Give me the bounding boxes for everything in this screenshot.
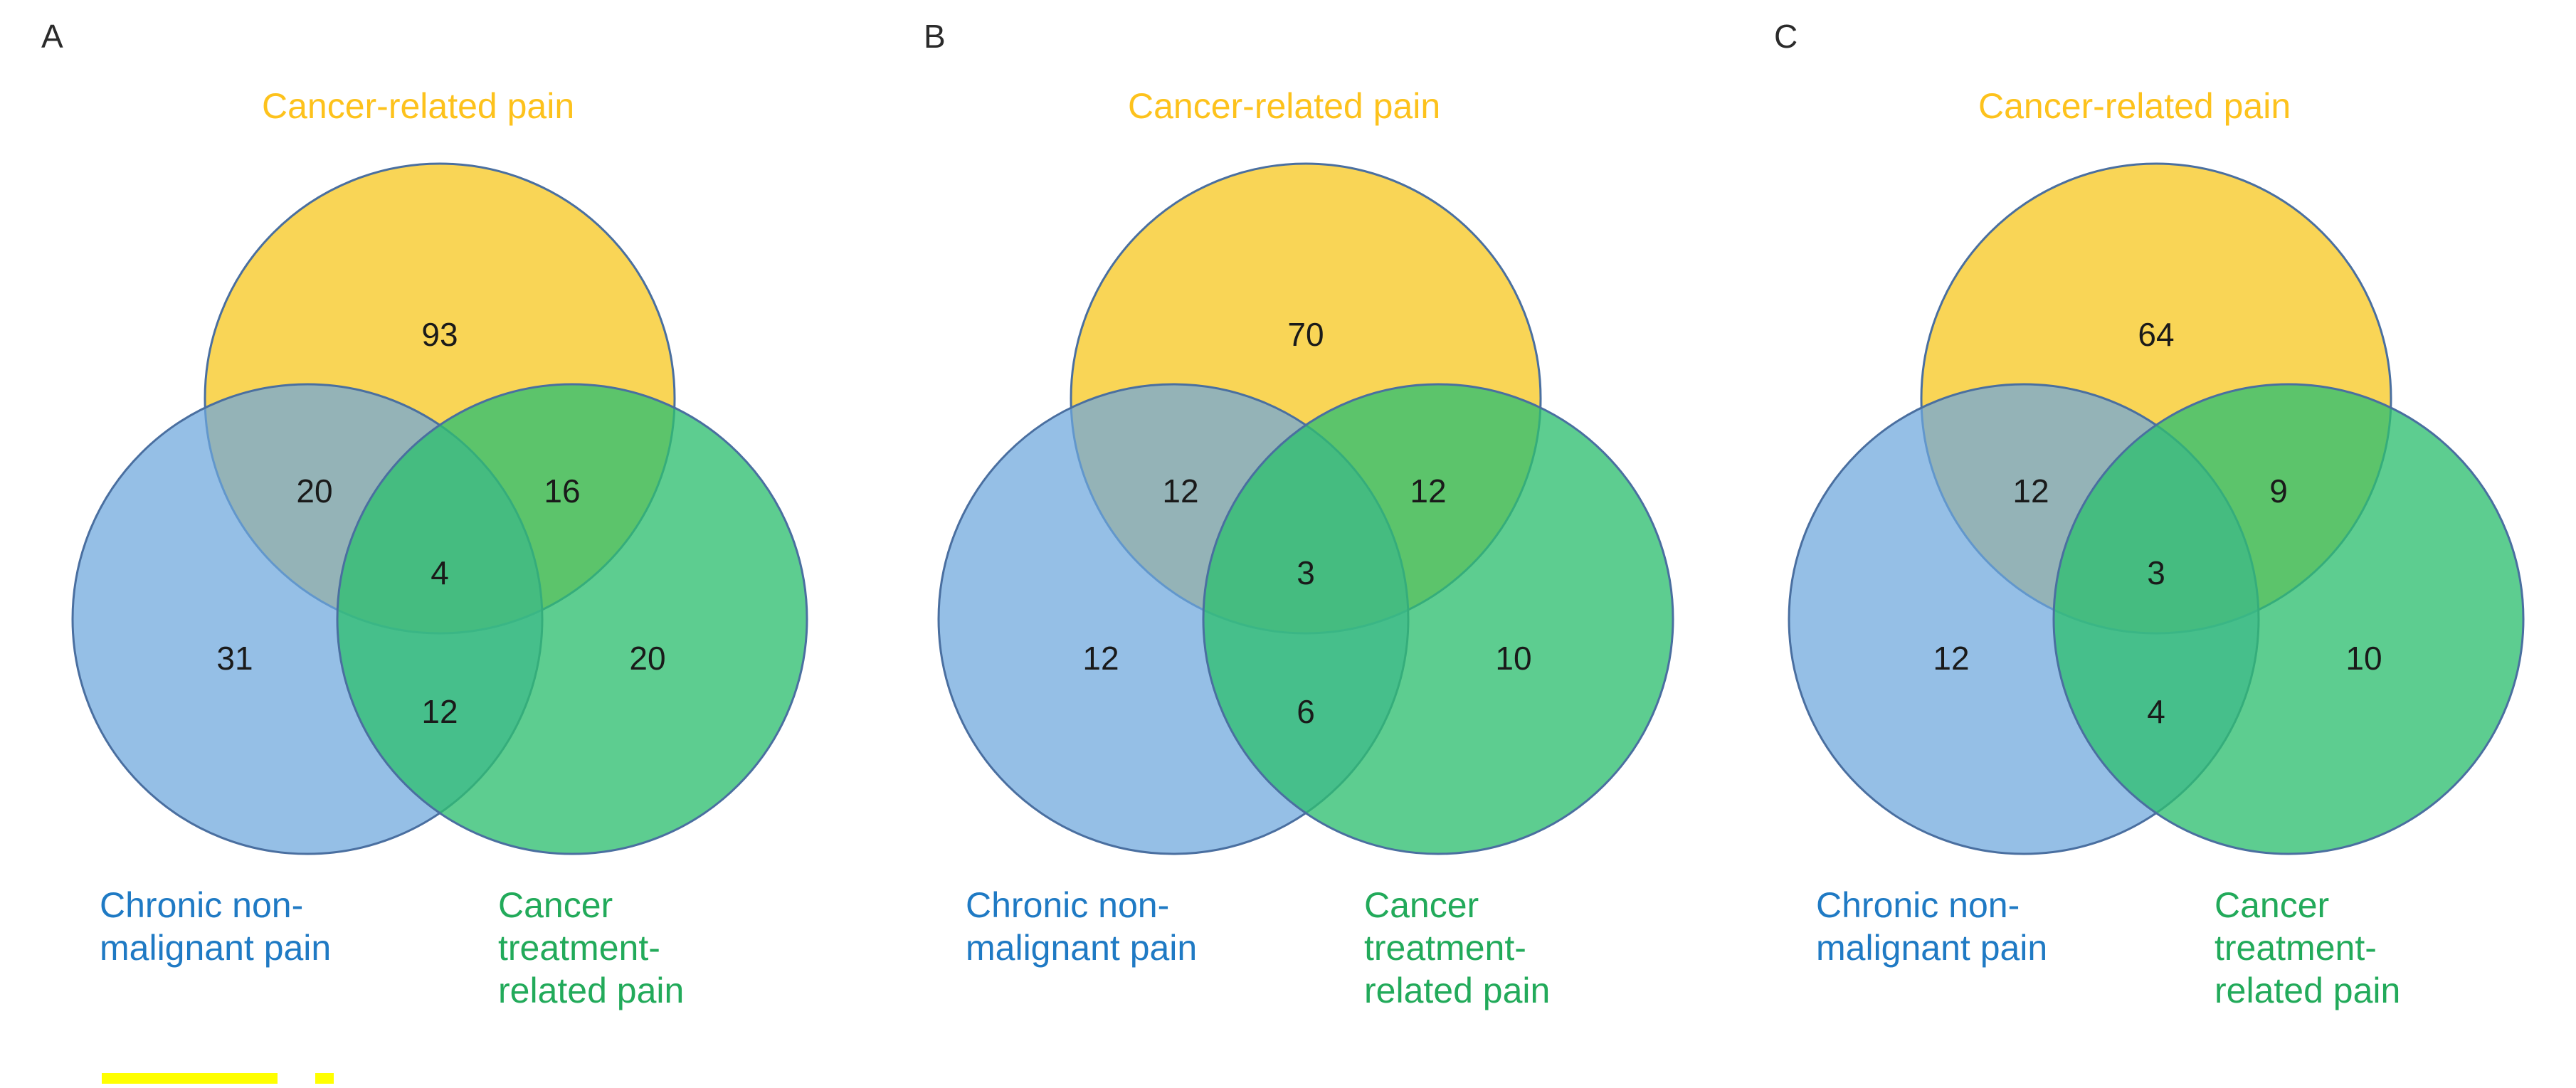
count-yellow-blue-c: 12 — [2012, 472, 2049, 509]
count-green-only-b: 10 — [1495, 640, 1532, 677]
venn-circles-b — [937, 162, 1674, 855]
count-yellow-green-a: 16 — [544, 472, 581, 509]
set-label-cancer-treatment-related-b: Cancer treatment- related pain — [1364, 885, 1551, 1010]
count-all-three-b: 3 — [1297, 554, 1315, 591]
panel-b: B Cancer-related pain 70 12 12 3 12 10 6… — [882, 0, 1733, 1046]
count-blue-green-a: 12 — [421, 693, 458, 730]
count-blue-only-a: 31 — [216, 640, 253, 677]
panel-letter-c: C — [1774, 18, 1798, 55]
count-blue-only-b: 12 — [1082, 640, 1119, 677]
highlight-bar-primary — [102, 1073, 278, 1084]
count-yellow-green-c: 9 — [2269, 472, 2288, 509]
count-green-only-a: 20 — [629, 640, 666, 677]
panel-a: A Cancer-related pain 93 20 16 4 31 20 1… — [0, 0, 882, 1046]
panel-c: C Cancer-related pain 64 12 9 3 12 10 4 … — [1733, 0, 2576, 1046]
set-label-cancer-treatment-related-c: Cancer treatment- related pain — [2215, 885, 2401, 1010]
circle-cancer-treatment-related-pain-a — [336, 383, 808, 855]
set-label-cancer-treatment-related-a: Cancer treatment- related pain — [498, 885, 685, 1010]
set-label-chronic-non-malignant-a: Chronic non- malignant pain — [100, 885, 332, 968]
venn-circles-a — [71, 162, 808, 855]
count-yellow-only-a: 93 — [421, 316, 458, 353]
count-yellow-only-c: 64 — [2138, 316, 2175, 353]
count-yellow-green-b: 12 — [1410, 472, 1447, 509]
count-yellow-blue-b: 12 — [1162, 472, 1199, 509]
count-yellow-blue-a: 20 — [296, 472, 333, 509]
set-label-chronic-non-malignant-c: Chronic non- malignant pain — [1816, 885, 2048, 968]
venn-title-c: Cancer-related pain — [1978, 86, 2291, 126]
count-yellow-only-b: 70 — [1287, 316, 1324, 353]
count-blue-green-c: 4 — [2147, 693, 2165, 730]
highlight-bar-secondary — [315, 1073, 334, 1084]
venn-title-b: Cancer-related pain — [1128, 86, 1441, 126]
count-blue-only-c: 12 — [1933, 640, 1970, 677]
circle-cancer-treatment-related-pain-c — [2052, 383, 2525, 855]
count-all-three-a: 4 — [431, 554, 449, 591]
panel-letter-b: B — [924, 18, 946, 55]
count-green-only-c: 10 — [2345, 640, 2382, 677]
set-label-chronic-non-malignant-b: Chronic non- malignant pain — [966, 885, 1198, 968]
venn-circles-c — [1788, 162, 2525, 855]
count-blue-green-b: 6 — [1297, 693, 1315, 730]
panel-letter-a: A — [41, 18, 63, 55]
count-all-three-c: 3 — [2147, 554, 2165, 591]
circle-cancer-treatment-related-pain-b — [1202, 383, 1674, 855]
venn-title-a: Cancer-related pain — [262, 86, 575, 126]
